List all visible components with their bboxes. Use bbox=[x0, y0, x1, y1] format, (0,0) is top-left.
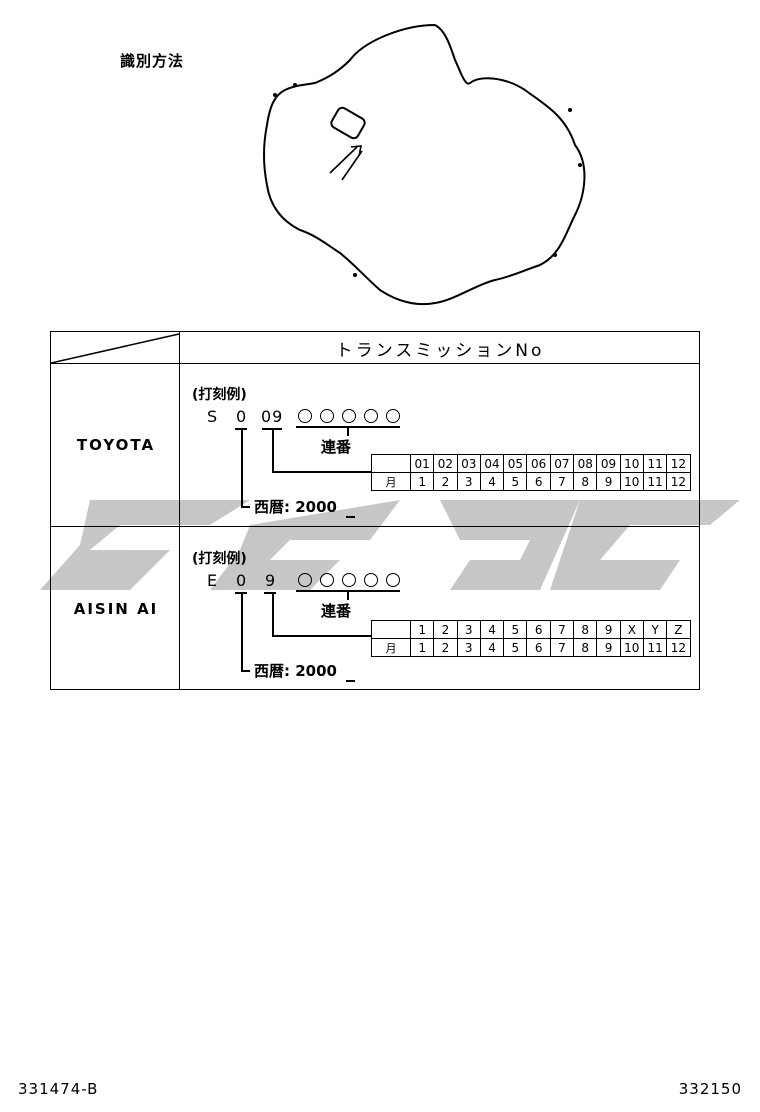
month-code-cell: 07 bbox=[549, 454, 575, 473]
month-cell: 6 bbox=[526, 638, 551, 657]
month-cell: 8 bbox=[573, 472, 598, 491]
month-code-cell: 03 bbox=[456, 454, 481, 473]
transmission-outline-drawing bbox=[263, 23, 586, 306]
month-code-cell: 06 bbox=[526, 454, 551, 473]
month-code-cell: 02 bbox=[433, 454, 458, 473]
month-cell: 12 bbox=[666, 638, 691, 657]
month-label: 月 bbox=[371, 472, 411, 491]
month-code-cell: Y bbox=[642, 620, 668, 639]
month-code-cell: 1 bbox=[409, 620, 435, 639]
month-code-cell: 11 bbox=[642, 454, 668, 473]
code-month: 09 bbox=[261, 407, 284, 426]
code-year: 0 bbox=[236, 407, 248, 426]
serial-digit-circle bbox=[342, 573, 356, 587]
month-code-cell: 3 bbox=[456, 620, 481, 639]
month-code-cell: 04 bbox=[479, 454, 505, 473]
month-cell: 2 bbox=[433, 472, 458, 491]
serial-digit-circle bbox=[386, 409, 400, 423]
month-cell: 7 bbox=[549, 472, 575, 491]
month-cell: 11 bbox=[642, 638, 668, 657]
serial-digit-circle bbox=[342, 409, 356, 423]
month-underline bbox=[264, 592, 276, 594]
serial-digit-circle bbox=[298, 409, 312, 423]
month-cell: 5 bbox=[503, 472, 528, 491]
code-month: 9 bbox=[265, 571, 277, 590]
page-title: 識別方法 bbox=[120, 52, 185, 70]
year-label: 西暦: 2000 bbox=[254, 662, 337, 680]
month-cell: 1 bbox=[409, 638, 435, 657]
serial-digit-circle bbox=[364, 409, 378, 423]
code-prefix: E bbox=[207, 571, 219, 590]
month-cell: 9 bbox=[596, 472, 621, 491]
serial-digit-circle bbox=[364, 573, 378, 587]
month-code-cell: 12 bbox=[666, 454, 691, 473]
month-label: 月 bbox=[371, 638, 411, 657]
month-cell: 3 bbox=[456, 472, 481, 491]
code-year: 0 bbox=[236, 571, 248, 590]
month-code-cell: Z bbox=[666, 620, 691, 639]
table-header: トランスミッションNo bbox=[335, 340, 545, 361]
serial-label: 連番 bbox=[321, 438, 352, 456]
watermark-logo bbox=[40, 500, 740, 590]
month-cell: 11 bbox=[642, 472, 668, 491]
month-code-cell: 5 bbox=[503, 620, 528, 639]
serial-label: 連番 bbox=[321, 602, 352, 620]
month-cell: 3 bbox=[456, 638, 481, 657]
month-cell: 4 bbox=[479, 638, 505, 657]
month-cell: 2 bbox=[433, 638, 458, 657]
example-label: (打刻例) bbox=[192, 387, 247, 403]
transmission-number-table: トランスミッションNo TOYOTA (打刻例) S 0 09 連番 西暦: 2… bbox=[50, 331, 700, 690]
corner-diagonal bbox=[51, 333, 180, 364]
month-code-cell: 01 bbox=[409, 454, 435, 473]
month-code-cell: 10 bbox=[619, 454, 644, 473]
month-code-cell: 4 bbox=[479, 620, 505, 639]
serial-digit-circle bbox=[320, 409, 334, 423]
month-cell: 9 bbox=[596, 638, 621, 657]
figure-id-left: 331474-B bbox=[18, 1080, 99, 1098]
figure-id-right: 332150 bbox=[678, 1080, 742, 1098]
example-label: (打刻例) bbox=[192, 551, 247, 567]
code-prefix: S bbox=[207, 407, 219, 426]
year-label: 西暦: 2000 bbox=[254, 498, 337, 516]
month-code-cell: 9 bbox=[596, 620, 621, 639]
month-code-cell: 8 bbox=[573, 620, 598, 639]
maker-toyota: TOYOTA bbox=[76, 436, 156, 454]
month-cell: 5 bbox=[503, 638, 528, 657]
month-code-cell: 7 bbox=[549, 620, 575, 639]
month-cell: 7 bbox=[549, 638, 575, 657]
month-code-cell: 6 bbox=[526, 620, 551, 639]
month-code-cell: X bbox=[619, 620, 644, 639]
serial-digit-circle bbox=[386, 573, 400, 587]
month-code-table: 01 02 03 04 05 06 07 08 09 10 11 12 月 1 … bbox=[371, 454, 691, 491]
month-code-table: 1 2 3 4 5 6 7 8 9 X Y Z 月 1 2 3 4 5 6 7 … bbox=[371, 620, 691, 657]
month-cell: 10 bbox=[619, 472, 644, 491]
month-cell: 10 bbox=[619, 638, 644, 657]
serial-digit-circle bbox=[320, 573, 334, 587]
month-cell: 6 bbox=[526, 472, 551, 491]
month-cell: 8 bbox=[573, 638, 598, 657]
month-code-cell: 05 bbox=[503, 454, 528, 473]
month-cell: 1 bbox=[409, 472, 435, 491]
month-code-cell: 2 bbox=[433, 620, 458, 639]
month-code-cell: 09 bbox=[596, 454, 621, 473]
maker-aisin: AISIN AI bbox=[73, 600, 159, 618]
month-cell: 12 bbox=[666, 472, 691, 491]
month-code-cell: 08 bbox=[573, 454, 598, 473]
month-cell: 4 bbox=[479, 472, 505, 491]
serial-digit-circle bbox=[298, 573, 312, 587]
